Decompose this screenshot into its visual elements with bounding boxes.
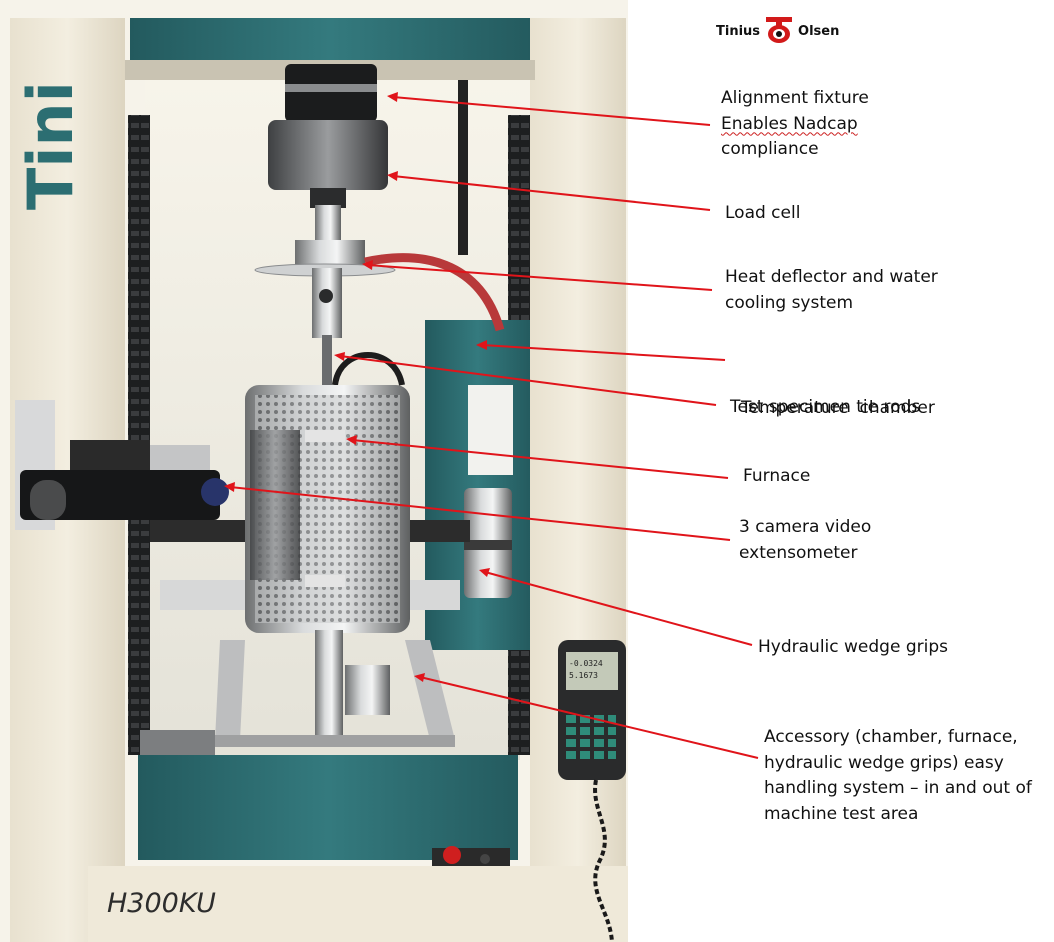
brand-right-word: Olsen [798, 23, 840, 39]
arrow-tie-rods [339, 355, 717, 406]
callout-line: extensometer [739, 542, 858, 563]
callout-video-extensometer: 3 camera video extensometer [739, 515, 871, 566]
arrowhead-wedge-grips [479, 568, 490, 577]
nadcap-text: Enables Nadcap [721, 113, 858, 134]
callout-load-cell: Load cell [725, 201, 800, 227]
callout-wedge-grips: Hydraulic wedge grips [758, 635, 948, 661]
arrow-handling-system [419, 676, 759, 759]
arrowhead-temperature-chamber [476, 340, 487, 350]
callout-line: Alignment fixture [721, 88, 869, 108]
callout-line: 3 camera video [739, 517, 872, 537]
brand-logo: Tinius Olsen [716, 16, 839, 46]
arrow-alignment-fixture [392, 96, 711, 126]
arrow-furnace [351, 439, 729, 479]
callout-line: machine test area [764, 803, 919, 824]
arrowhead-furnace [346, 435, 357, 445]
controller-display-line-2: 5.1673 [569, 671, 598, 680]
callout-furnace: Furnace [743, 464, 810, 490]
callout-line: Furnace [743, 466, 811, 486]
arrow-wedge-grips [484, 571, 753, 646]
callout-line: Load cell [725, 203, 801, 223]
arrow-load-cell [392, 175, 711, 211]
callout-tie-rods: Test specimen tie rods [730, 395, 920, 421]
arrowhead-tie-rods [334, 352, 345, 361]
arrow-heat-deflector [367, 264, 713, 291]
model-label: H300KU [107, 888, 216, 919]
callout-line: cooling system [725, 292, 854, 313]
arrowhead-heat-deflector [362, 260, 373, 270]
callout-line: Heat deflector and water [725, 267, 938, 287]
callout-line: Enables Nadcap [721, 112, 869, 138]
callout-temperature-chamber: Temperature chamber [741, 345, 935, 447]
callout-line: handling system – in and out of [764, 778, 1032, 798]
brand-left-word: Tinius [716, 23, 761, 39]
arrowhead-video-extensometer [224, 482, 235, 492]
arrowhead-alignment-fixture [387, 92, 398, 102]
callout-handling-system: Accessory (chamber, furnace, hydraulic w… [764, 725, 1032, 827]
controller-display-line-1: -0.0324 [569, 659, 603, 668]
arrowhead-handling-system [414, 673, 425, 682]
callout-line: Accessory (chamber, furnace, [764, 727, 1018, 747]
callout-line: compliance [721, 139, 819, 159]
brand-mark-icon [764, 16, 794, 46]
arrow-temperature-chamber [481, 344, 726, 361]
callout-line: Hydraulic wedge grips [758, 637, 948, 657]
arrow-video-extensometer [229, 486, 731, 541]
column-lettering: Tini [14, 81, 87, 210]
callout-line: hydraulic wedge grips) easy [764, 752, 1004, 773]
callout-line: Test specimen tie rods [730, 397, 921, 417]
callout-heat-deflector: Heat deflector and water cooling system [725, 265, 938, 316]
arrowhead-load-cell [387, 171, 398, 181]
callout-alignment-fixture: Alignment fixture Enables Nadcap complia… [721, 86, 869, 163]
callout-line: Temperature chamber [741, 398, 935, 418]
